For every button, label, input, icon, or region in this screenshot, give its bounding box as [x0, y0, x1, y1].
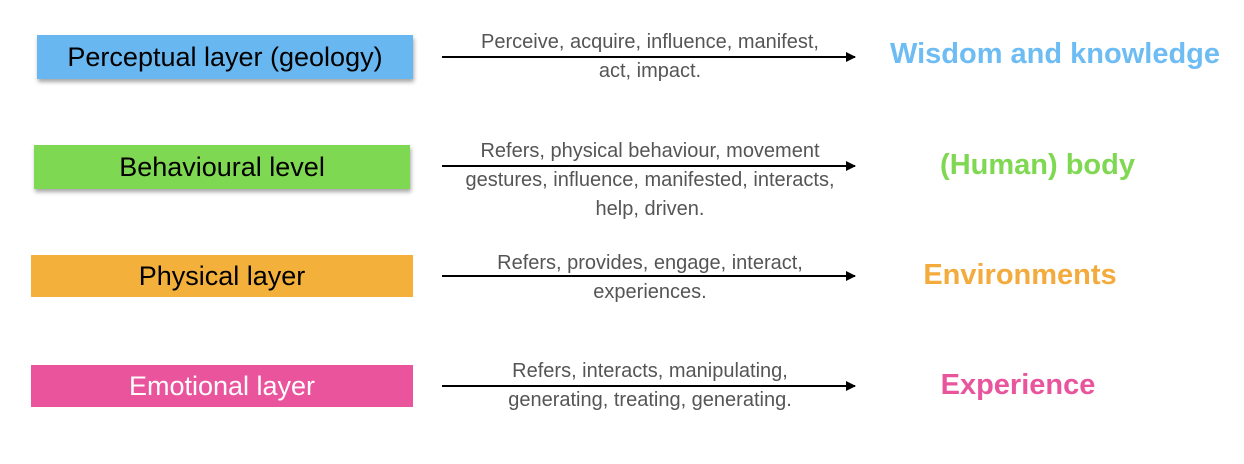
perceptual-relation-line-1: Perceive, acquire, influence, manifest,	[481, 31, 819, 53]
physical-relation-text: Refers, provides, engage, interact, expe…	[430, 249, 870, 307]
physical-layer-box: Physical layer	[31, 255, 413, 297]
perceptual-relation-text: Perceive, acquire, influence, manifest, …	[430, 28, 870, 86]
human-body-target: (Human) body	[940, 149, 1135, 181]
behavioural-relation-line-1: Refers, physical behaviour, movement	[480, 140, 820, 162]
environments-target: Environments	[923, 259, 1117, 291]
perceptual-layer-label: Perceptual layer (geology)	[67, 41, 383, 72]
emotional-relation-line-1: Refers, interacts, manipulating,	[512, 360, 788, 382]
behavioural-level-label: Behavioural level	[119, 151, 325, 182]
experience-target: Experience	[940, 369, 1096, 401]
behavioural-relation-line-2: gestures, influence, manifested, interac…	[465, 169, 835, 191]
emotional-relation-line-2: generating, treating, generating.	[508, 389, 792, 411]
physical-relation-line-2: experiences.	[593, 281, 707, 303]
emotional-layer-label: Emotional layer	[128, 370, 316, 401]
emotional-layer-box: Emotional layer	[31, 365, 413, 407]
emotional-relation-text: Refers, interacts, manipulating, generat…	[430, 357, 870, 415]
perceptual-relation-line-2: act, impact.	[598, 60, 702, 82]
perceptual-layer-box: Perceptual layer (geology)	[37, 35, 413, 79]
physical-layer-label: Physical layer	[138, 260, 306, 291]
behavioural-relation-text: Refers, physical behaviour, movement ges…	[420, 137, 880, 224]
behavioural-level-box: Behavioural level	[34, 145, 410, 189]
wisdom-knowledge-target: Wisdom and knowledge	[889, 38, 1221, 70]
physical-relation-line-1: Refers, provides, engage, interact,	[497, 252, 803, 274]
behavioural-relation-line-3: help, driven.	[595, 198, 705, 220]
